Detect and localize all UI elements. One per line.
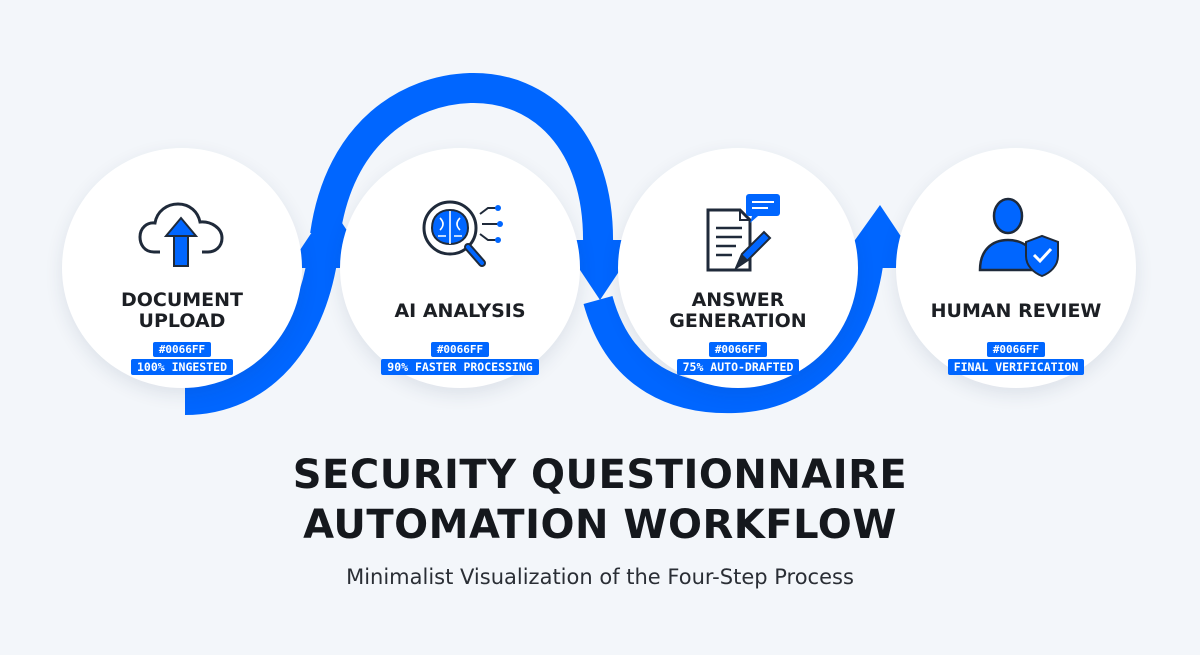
metric-tag: 90% FASTER PROCESSING xyxy=(381,359,539,375)
page-title: SECURITY QUESTIONNAIRE AUTOMATION WORKFL… xyxy=(0,450,1200,550)
title-line-1: SECURITY QUESTIONNAIRE xyxy=(292,452,908,498)
step-answer-generation: ANSWER GENERATION #0066FF 75% AUTO-DRAFT… xyxy=(618,148,858,388)
metric-tag: FINAL VERIFICATION xyxy=(947,359,1085,375)
step-human-review: HUMAN REVIEW #0066FF FINAL VERIFICATION xyxy=(896,148,1136,388)
metric-tag: 100% INGESTED xyxy=(130,359,233,375)
arrow-2 xyxy=(310,72,614,246)
step-document-upload: DOCUMENT UPLOAD #0066FF 100% INGESTED xyxy=(62,148,302,388)
step-title: AI ANALYSIS xyxy=(394,299,526,322)
step-title: HUMAN REVIEW xyxy=(930,299,1102,322)
step-ai-analysis: AI ANALYSIS #0066FF 90% FASTER PROCESSIN… xyxy=(340,148,580,388)
color-code-tag: #0066FF xyxy=(152,342,212,357)
color-code-tag: #0066FF xyxy=(708,342,768,357)
metric-tag: 75% AUTO-DRAFTED xyxy=(676,359,800,375)
person-shield-check-icon xyxy=(978,197,1059,278)
step-title: DOCUMENT UPLOAD xyxy=(120,289,244,332)
title-line-2: AUTOMATION WORKFLOW xyxy=(303,502,897,548)
color-code-tag: #0066FF xyxy=(430,342,490,357)
brain-magnifier-icon xyxy=(422,200,503,267)
cloud-upload-icon xyxy=(138,202,224,267)
arrow-1 xyxy=(184,238,340,415)
step-title: ANSWER GENERATION xyxy=(669,289,807,332)
color-code-tag: #0066FF xyxy=(986,342,1046,357)
page-subtitle: Minimalist Visualization of the Four-Ste… xyxy=(346,565,854,589)
document-pen-chat-icon xyxy=(706,194,780,272)
arrow-3 xyxy=(583,262,883,414)
